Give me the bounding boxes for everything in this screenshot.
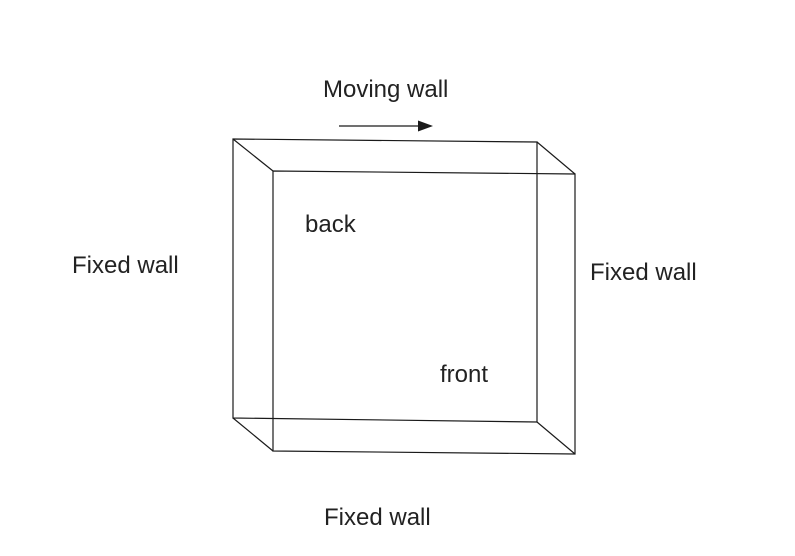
moving-wall-arrow-head <box>418 120 433 132</box>
moving-wall-label: Moving wall <box>323 76 449 103</box>
depth-edge-bottom-left <box>232 417 274 452</box>
back-face <box>232 138 538 423</box>
depth-edge-top-right <box>536 141 576 175</box>
right-fixed-wall-label: Fixed wall <box>590 259 697 286</box>
back-face-label: back <box>305 211 356 238</box>
depth-edge-bottom-right <box>536 421 576 455</box>
left-fixed-wall-label: Fixed wall <box>72 252 179 279</box>
depth-edge-top-left <box>232 138 274 172</box>
front-face-label: front <box>440 361 489 388</box>
bottom-fixed-wall-label: Fixed wall <box>324 504 431 531</box>
